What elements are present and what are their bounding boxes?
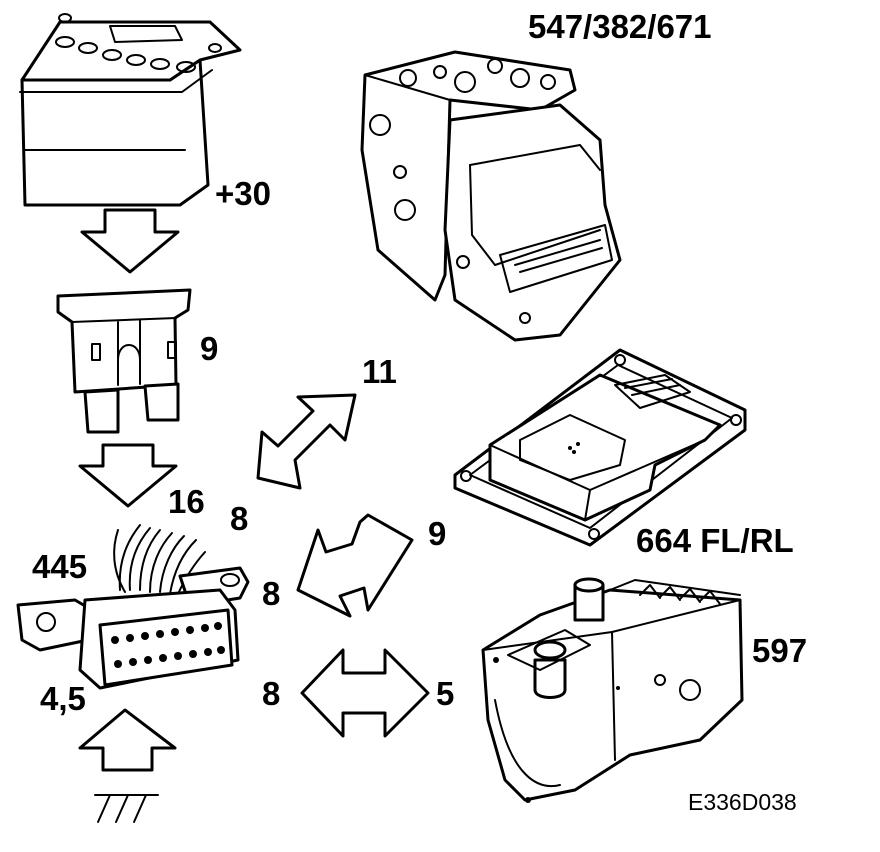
down-arrow-icon [78,443,178,508]
abs-unit-label: 547/382/671 [528,8,712,45]
fuse [56,288,192,434]
left-8-bottom-label: 8 [262,675,280,712]
left-16-label: 16 [168,483,205,520]
diagnostic-connector [16,524,250,690]
bidirectional-arrow-icon [296,513,414,618]
ground-pins-label: 4,5 [40,680,86,717]
down-arrow-icon [80,208,180,274]
left-8-top-label: 8 [230,500,248,537]
ground-icon [94,794,159,823]
battery-terminal-label: +30 [215,175,271,212]
heater-label: 597 [752,632,807,669]
left-8-mid-label: 8 [262,575,280,612]
bidirectional-arrow-icon [256,393,357,490]
connector-445-label: 445 [32,548,87,585]
fuse-number-label: 9 [200,330,218,367]
battery [19,13,242,207]
heater [481,577,744,803]
control-unit-label: 664 FL/RL [636,522,794,559]
arrow-top-label: 11 [362,353,397,390]
control-unit [453,348,747,547]
bidirectional-arrow-icon [300,648,430,738]
right-9-label: 9 [428,515,446,552]
right-5-label: 5 [436,675,454,712]
up-arrow-icon [78,708,177,772]
abs-unit [360,50,622,342]
figure-code: E336D038 [688,789,797,815]
